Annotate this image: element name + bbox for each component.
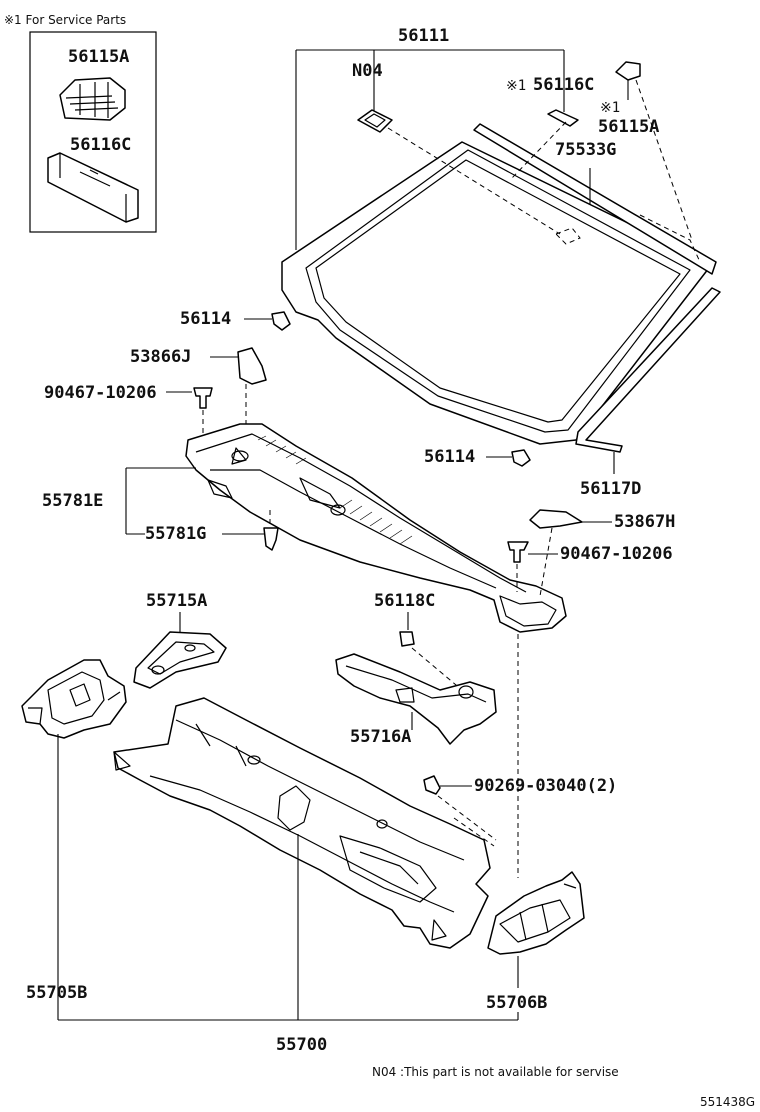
leader-55781e (125, 467, 196, 535)
label-55715a: 55715A (146, 591, 207, 611)
clip-56114-bottom (511, 449, 531, 467)
label-56116c: 56116C (533, 75, 594, 95)
footer-note: N04 :This part is not available for serv… (372, 1065, 619, 1079)
part-55705b-side-bracket (21, 659, 127, 739)
clip-90467-right (507, 541, 529, 563)
bolt-90269 (423, 775, 441, 795)
label-55700: 55700 (276, 1035, 327, 1055)
clip-56114-top (271, 311, 291, 331)
label-55716a: 55716A (350, 727, 411, 747)
part-56116c-pad (547, 109, 579, 127)
leader-bottom-bracket (58, 1012, 519, 1021)
label-55705b: 55705B (26, 983, 87, 1003)
label-55781g: 55781G (145, 524, 206, 544)
part-55700-dash-panel (113, 697, 491, 949)
windshield-glass (281, 141, 713, 445)
diagram-id: 551438G (700, 1095, 755, 1109)
label-55706b: 55706B (486, 993, 547, 1013)
clip-90467-left (193, 387, 213, 409)
label-56116c-box: 56116C (70, 135, 131, 155)
part-n04 (357, 109, 393, 133)
label-56115a: 56115A (598, 117, 659, 137)
label-56117d: 56117D (580, 479, 641, 499)
label-56118c: 56118C (374, 591, 435, 611)
service-parts-box (29, 31, 157, 233)
part-55781e-cowl-louver (185, 423, 567, 633)
clip-56118c (399, 631, 415, 647)
part-75533g-molding (473, 123, 717, 275)
part-55715a-brace (133, 631, 227, 689)
label-53866j: 53866J (130, 347, 191, 367)
label-56114-top: 56114 (180, 309, 231, 329)
service-parts-note: ※1 For Service Parts (4, 13, 126, 27)
part-55706b-side-bracket (487, 871, 585, 955)
part-53866j-bracket (237, 347, 267, 385)
label-75533g: 75533G (555, 140, 616, 160)
part-56115a-box-drawing (59, 77, 126, 121)
label-56115a-box: 56115A (68, 47, 129, 67)
leader-56111 (295, 49, 565, 250)
label-n04: N04 (352, 61, 383, 81)
label-55781e: 55781E (42, 491, 103, 511)
dash-n04-position (387, 127, 581, 245)
service-mark-56116c: ※1 (506, 78, 526, 94)
service-mark-56115a: ※1 (600, 100, 620, 116)
label-90467-left: 90467-10206 (44, 383, 157, 403)
clip-55781g (263, 527, 279, 551)
label-53867h: 53867H (614, 512, 675, 532)
label-90269: 90269-03040(2) (474, 776, 617, 796)
part-56116c-box-drawing (47, 152, 139, 223)
part-56115a-bracket (615, 61, 641, 81)
label-56111: 56111 (398, 26, 449, 46)
label-56114-bottom: 56114 (424, 447, 475, 467)
part-53867h-bracket (529, 509, 583, 529)
label-90467-right: 90467-10206 (560, 544, 673, 564)
part-56117d-molding (575, 287, 721, 453)
part-55716a-brace (335, 653, 497, 745)
